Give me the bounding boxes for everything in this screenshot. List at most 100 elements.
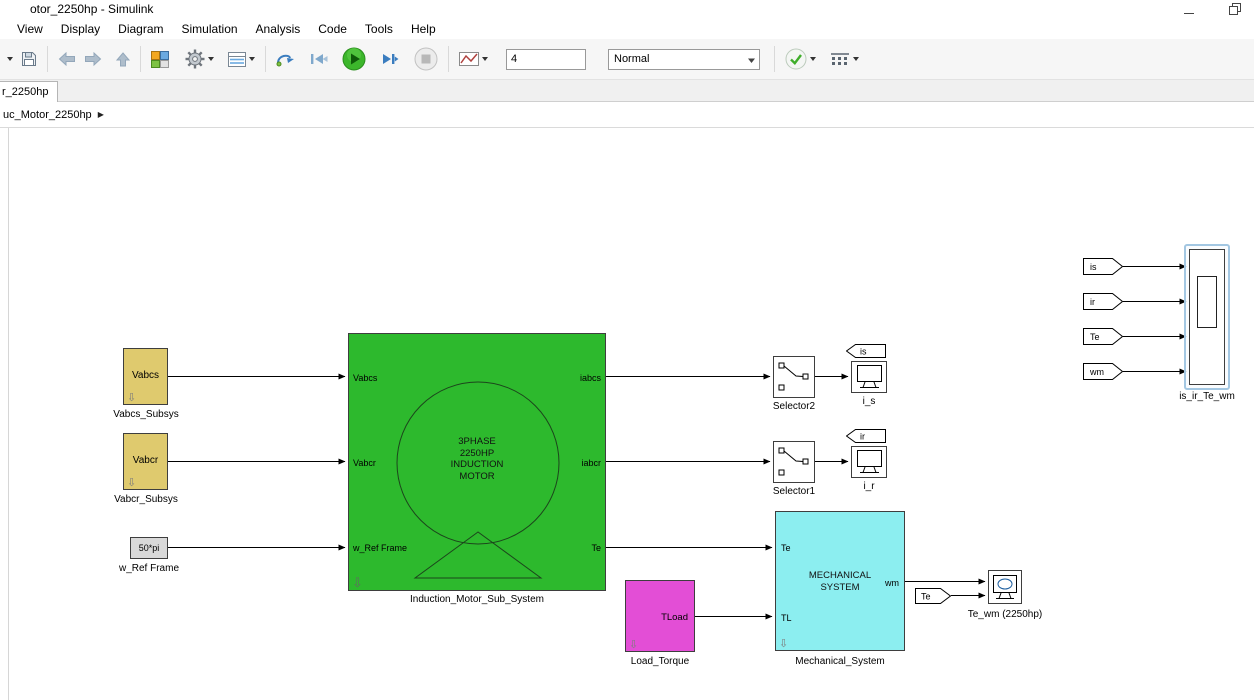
stop-icon xyxy=(413,46,439,72)
minimize-button[interactable] xyxy=(1180,2,1198,16)
minimize-icon xyxy=(1184,4,1195,15)
update-diagram-button[interactable] xyxy=(781,44,820,74)
from-tag-is[interactable]: is xyxy=(1083,258,1123,280)
menu-tools[interactable]: Tools xyxy=(356,20,402,38)
subsystem-badge-icon: ⇩ xyxy=(352,576,363,590)
mech-port-out-wm: wm xyxy=(885,578,899,588)
forward-arrow-icon xyxy=(83,51,103,67)
step-back-icon xyxy=(309,51,329,67)
subsystem-badge-icon: ⇩ xyxy=(629,639,638,651)
selector1-block[interactable] xyxy=(773,441,815,483)
menu-code[interactable]: Code xyxy=(309,20,356,38)
menubar: View Display Diagram Simulation Analysis… xyxy=(0,18,1254,39)
chevron-down-icon xyxy=(852,55,860,63)
from-tag-wm[interactable]: wm xyxy=(1083,363,1123,385)
chevron-down-icon xyxy=(809,55,817,63)
vabcs-subsystem-block[interactable]: Vabcs ⇩ xyxy=(123,348,168,405)
motor-port-in-wref: w_Ref Frame xyxy=(353,543,407,553)
scope-is-ir-te-wm-block[interactable] xyxy=(1189,249,1225,385)
scope-ir-block[interactable] xyxy=(851,446,887,478)
from-tag-ir[interactable]: ir xyxy=(1083,293,1123,315)
selector1-label: Selector1 xyxy=(763,486,825,497)
menu-view[interactable]: View xyxy=(8,20,52,38)
new-split-caret[interactable] xyxy=(2,44,17,74)
step-forward-icon xyxy=(379,51,399,67)
motor-title: 3PHASE 2250HP INDUCTION MOTOR xyxy=(349,436,605,482)
simulation-display-button[interactable] xyxy=(455,44,492,74)
load-torque-label: Load_Torque xyxy=(610,656,710,667)
vabcr-block-label: Vabcr_Subsys xyxy=(93,494,199,505)
motor-block-label: Induction_Motor_Sub_System xyxy=(328,594,626,605)
subsystem-badge-icon: ⇩ xyxy=(127,392,136,404)
chevron-down-icon xyxy=(747,56,756,65)
connect-arrow-icon xyxy=(275,50,297,68)
vabcr-block-text: Vabcr xyxy=(124,455,167,466)
menu-display[interactable]: Display xyxy=(52,20,109,38)
model-data-button[interactable] xyxy=(224,44,259,74)
scope-icon xyxy=(989,571,1021,603)
stop-time-input[interactable] xyxy=(506,49,586,70)
motor-title-line: MOTOR xyxy=(349,471,605,483)
scope-is-block[interactable] xyxy=(851,361,887,393)
selector2-block[interactable] xyxy=(773,356,815,398)
up-button[interactable] xyxy=(112,44,134,74)
motor-port-out-iabcs: iabcs xyxy=(580,373,601,383)
motor-port-in-vabcr: Vabcr xyxy=(353,458,376,468)
save-button[interactable] xyxy=(17,44,41,74)
subsystem-badge-icon: ⇩ xyxy=(779,638,788,650)
step-forward-button[interactable] xyxy=(376,44,402,74)
connect-button[interactable] xyxy=(272,44,300,74)
schedule-editor-button[interactable] xyxy=(826,44,863,74)
scope-ir-label: i_r xyxy=(841,481,897,492)
simulation-mode-select[interactable]: Normal xyxy=(608,49,760,70)
green-check-icon xyxy=(784,47,808,71)
breadcrumb-model-name[interactable]: uc_Motor_2250hp xyxy=(3,109,92,121)
wref-constant-value: 50*pi xyxy=(139,543,160,553)
goto-tag-is-text: is xyxy=(860,347,867,357)
toolbar-separator xyxy=(448,46,449,72)
data-table-icon xyxy=(227,51,247,68)
scope-is-label: i_s xyxy=(841,396,897,407)
from-tag-wm-text: wm xyxy=(1089,367,1104,377)
breadcrumb: uc_Motor_2250hp ▶ xyxy=(0,102,1254,128)
breadcrumb-caret-icon[interactable]: ▶ xyxy=(98,110,104,119)
menu-simulation[interactable]: Simulation xyxy=(173,20,247,38)
run-button[interactable] xyxy=(338,44,370,74)
step-back-button[interactable] xyxy=(306,44,332,74)
back-arrow-icon xyxy=(57,51,77,67)
from-tag-is-text: is xyxy=(1090,262,1097,272)
menu-diagram[interactable]: Diagram xyxy=(109,20,172,38)
toolbar-separator xyxy=(774,46,775,72)
wref-block-label: w_Ref Frame xyxy=(99,563,199,574)
toolbar-separator xyxy=(47,46,48,72)
model-tab[interactable]: r_2250hp xyxy=(0,81,58,102)
menu-help[interactable]: Help xyxy=(402,20,445,38)
back-button[interactable] xyxy=(54,44,80,74)
vabcr-subsystem-block[interactable]: Vabcr ⇩ xyxy=(123,433,168,490)
canvas-left-edge xyxy=(8,128,9,700)
load-torque-text: TLoad xyxy=(661,612,688,623)
model-settings-button[interactable] xyxy=(181,44,218,74)
mech-port-in-te: Te xyxy=(781,543,791,553)
motor-title-line: 3PHASE xyxy=(349,436,605,448)
from-tag-te-text: Te xyxy=(1090,332,1100,342)
wref-constant-block[interactable]: 50*pi xyxy=(130,537,168,559)
scope-tewm-block[interactable] xyxy=(988,570,1022,604)
up-arrow-icon xyxy=(115,51,131,68)
library-browser-button[interactable] xyxy=(147,44,173,74)
induction-motor-subsystem-block[interactable]: 3PHASE 2250HP INDUCTION MOTOR Vabcs Vabc… xyxy=(348,333,606,591)
load-torque-block[interactable]: TLoad ⇩ xyxy=(625,580,695,652)
from-tag-te-local[interactable]: Te xyxy=(915,588,951,609)
forward-button[interactable] xyxy=(80,44,106,74)
menu-analysis[interactable]: Analysis xyxy=(247,20,310,38)
from-tag-te[interactable]: Te xyxy=(1083,328,1123,350)
toolbar-separator xyxy=(265,46,266,72)
restore-button[interactable] xyxy=(1226,2,1244,16)
mechanical-system-label: Mechanical_System xyxy=(790,656,890,667)
stop-button[interactable] xyxy=(410,44,442,74)
scope-screen xyxy=(1197,276,1217,328)
selector-icon xyxy=(774,357,814,397)
mechanical-system-block[interactable]: MECHANICAL SYSTEM Te TL wm ⇩ xyxy=(775,511,905,651)
schedule-grid-icon xyxy=(829,50,851,68)
